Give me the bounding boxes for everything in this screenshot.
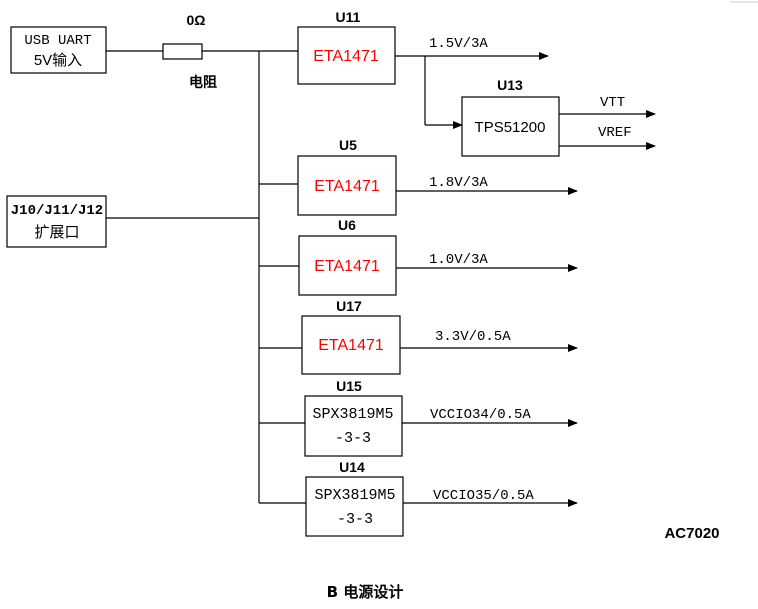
board-model-label: AC7020 bbox=[664, 525, 719, 542]
figure-caption: B 电源设计 bbox=[327, 583, 404, 601]
ddr-termination-u13: U13 TPS51200 VTT VREF bbox=[424, 56, 656, 157]
usb-uart-box bbox=[10, 26, 107, 74]
u13-chip: TPS51200 bbox=[475, 119, 546, 136]
u11-output-label: 1.5V/3A bbox=[429, 36, 488, 52]
u13-vtt-label: VTT bbox=[600, 95, 625, 111]
regulator-u11: U11 ETA1471 1.5V/3A bbox=[297, 9, 549, 85]
u5-chip: ETA1471 bbox=[314, 178, 380, 195]
usb-5v-input-label: 5V输入 bbox=[34, 52, 82, 69]
u5-box bbox=[297, 155, 397, 216]
expansion-port-box bbox=[6, 195, 107, 248]
u17-ref: U17 bbox=[336, 298, 362, 314]
expansion-port-ref-label: J10/J11/J12 bbox=[11, 203, 103, 219]
u15-chip-line2: -3-3 bbox=[335, 430, 371, 447]
u6-output-label: 1.0V/3A bbox=[429, 252, 488, 268]
regulator-u15: U15 SPX3819M5 -3-3 VCCIO34/0.5A bbox=[259, 378, 578, 457]
u6-chip: ETA1471 bbox=[314, 258, 380, 275]
u14-chip-line1: SPX3819M5 bbox=[314, 487, 395, 504]
u14-chip-line2: -3-3 bbox=[337, 511, 373, 528]
regulator-u17: U17 ETA1471 3.3V/0.5A bbox=[259, 298, 578, 375]
u15-chip-line1: SPX3819M5 bbox=[312, 406, 393, 423]
u5-output-label: 1.8V/3A bbox=[429, 175, 488, 191]
u15-box bbox=[304, 395, 403, 457]
u17-chip: ETA1471 bbox=[318, 337, 384, 354]
u15-ref: U15 bbox=[336, 378, 362, 394]
regulator-u14: U14 SPX3819M5 -3-3 VCCIO35/0.5A bbox=[259, 459, 578, 537]
expansion-port-input: J10/J11/J12 扩展口 bbox=[6, 195, 107, 248]
regulator-u6: U6 ETA1471 1.0V/3A bbox=[259, 217, 578, 296]
resistor-symbol bbox=[162, 43, 203, 60]
resistor-name: 电阻 bbox=[189, 74, 217, 90]
u6-ref: U6 bbox=[338, 217, 356, 233]
expansion-port-label: 扩展口 bbox=[34, 224, 79, 241]
u15-output-label: VCCIO34/0.5A bbox=[430, 407, 531, 423]
usb-uart-label: USB UART bbox=[24, 33, 91, 49]
u6-box bbox=[298, 235, 397, 296]
u14-output-label: VCCIO35/0.5A bbox=[433, 488, 534, 504]
u13-vref-label: VREF bbox=[598, 125, 632, 141]
u11-box bbox=[297, 26, 396, 85]
usb-uart-input: USB UART 5V输入 bbox=[10, 26, 107, 74]
u14-box bbox=[305, 476, 404, 537]
u11-chip: ETA1471 bbox=[313, 48, 379, 65]
u14-ref: U14 bbox=[339, 459, 365, 475]
u17-output-label: 3.3V/0.5A bbox=[435, 329, 511, 345]
u17-box bbox=[301, 315, 401, 375]
u13-ref: U13 bbox=[497, 77, 523, 93]
u11-ref: U11 bbox=[336, 9, 361, 25]
u5-ref: U5 bbox=[339, 137, 357, 153]
regulator-u5: U5 ETA1471 1.8V/3A bbox=[259, 137, 578, 216]
u13-box bbox=[461, 96, 560, 157]
resistor-value: 0Ω bbox=[186, 12, 205, 28]
